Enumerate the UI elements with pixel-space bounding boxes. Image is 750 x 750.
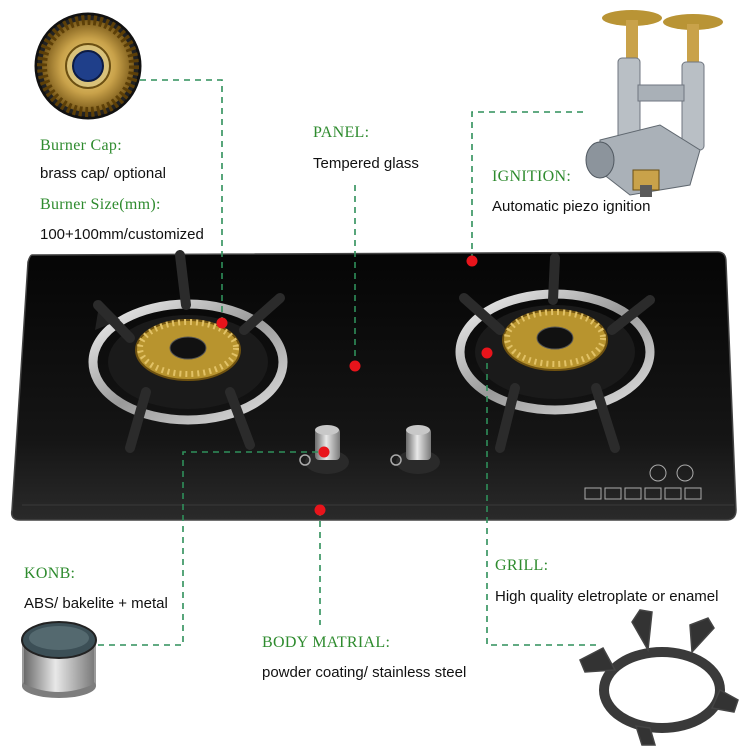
- leader-burner-cap: [140, 79, 223, 322]
- certification-marks: [584, 464, 702, 500]
- left-burner: [88, 250, 288, 453]
- marker-grill: [481, 347, 493, 359]
- marker-knob: [318, 446, 330, 458]
- burner-cap-text: brass cap/ optional: [40, 165, 166, 182]
- leader-lines: [98, 79, 598, 646]
- panel-title: PANEL:: [313, 124, 370, 141]
- knob-inset: [21, 621, 97, 698]
- marker-body: [314, 504, 326, 516]
- ignition-valve-inset: [585, 10, 723, 197]
- leader-ignition: [471, 111, 583, 258]
- knob-title: KONB:: [24, 565, 76, 582]
- grill-title: GRILL:: [495, 557, 549, 574]
- marker-ignition: [466, 255, 478, 267]
- body-material-title: BODY MATRIAL:: [262, 634, 391, 651]
- leader-grill: [486, 352, 598, 646]
- burner-size-title: Burner Size(mm):: [40, 196, 161, 213]
- burner-cap-title: Burner Cap:: [40, 137, 122, 154]
- body-material-text: powder coating/ stainless steel: [262, 664, 467, 681]
- grill-text: High quality eletroplate or enamel: [495, 588, 719, 605]
- marker-panel: [349, 360, 361, 372]
- right-burner: [455, 253, 655, 453]
- ignition-title: IGNITION:: [492, 168, 572, 185]
- markers: [216, 255, 493, 516]
- leader-knob: [98, 451, 318, 646]
- marker-burner-cap: [216, 317, 228, 329]
- knob-text: ABS/ bakelite + metal: [24, 595, 168, 612]
- panel-text: Tempered glass: [313, 155, 419, 172]
- ignition-text: Automatic piezo ignition: [492, 198, 651, 215]
- knob-right: [390, 425, 440, 474]
- burner-cap-inset: [34, 12, 142, 120]
- grill-inset: [579, 609, 739, 746]
- burner-size-text: 100+100mm/customized: [40, 226, 204, 243]
